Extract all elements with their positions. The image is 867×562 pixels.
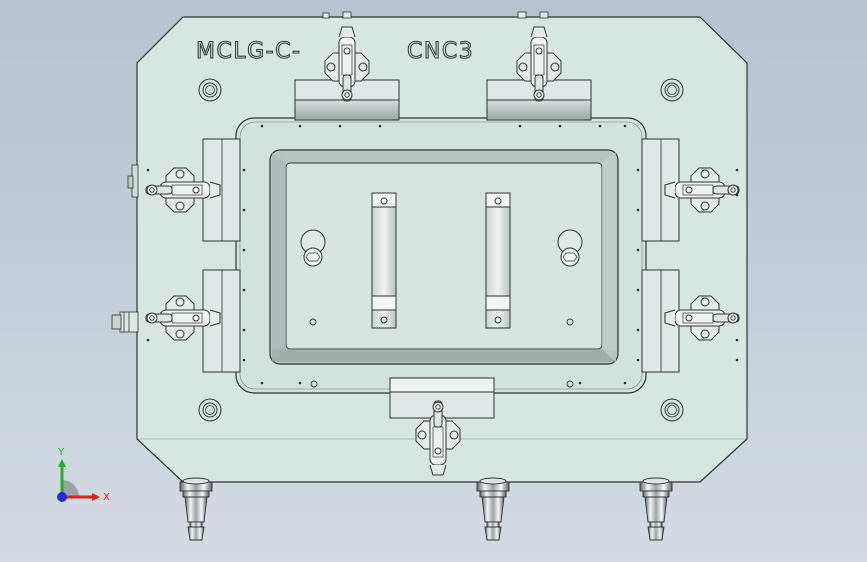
retention-knobs [179, 477, 673, 541]
side-plate-right-top [641, 138, 680, 242]
cavity-locator-left [300, 229, 326, 267]
cavity-holes [309, 318, 574, 388]
y-axis-label: Y [57, 447, 65, 458]
toggle-clamps [145, 26, 740, 476]
top-tabs [322, 11, 549, 19]
engraved-left-text: MCLG-C- [196, 39, 301, 64]
inner-cavity [269, 149, 619, 365]
support-bar-left [371, 192, 397, 329]
x-axis-label: X [103, 492, 110, 503]
z-axis-dot [57, 492, 67, 502]
left-side-fittings [111, 164, 139, 333]
bottom-clamp-block [389, 377, 495, 419]
cavity-locator-right [557, 229, 583, 267]
axis-triad: X Y [57, 447, 110, 503]
corner-bores [198, 78, 684, 422]
side-plate-right-bottom [641, 269, 680, 373]
support-bar-right [485, 192, 511, 329]
engraved-right-text: CNC3 [407, 39, 474, 64]
